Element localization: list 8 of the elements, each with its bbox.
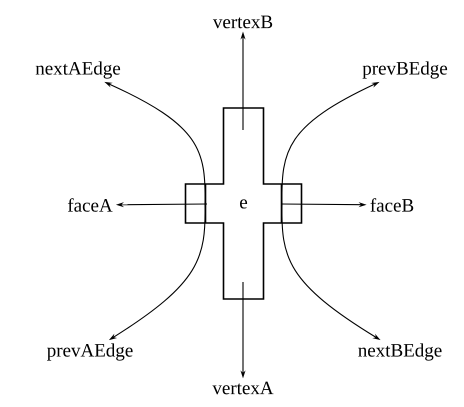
node-label: nextBEdge xyxy=(358,343,442,361)
node-label: vertexB xyxy=(212,16,272,28)
node-label: faceA xyxy=(68,198,113,212)
node-label: vertexA xyxy=(212,382,274,394)
node-label: prevAEdge xyxy=(47,343,133,361)
node-label: faceB xyxy=(370,198,414,212)
node-label: nextAEdge xyxy=(36,61,120,79)
node-label: prevBEdge xyxy=(362,61,448,79)
